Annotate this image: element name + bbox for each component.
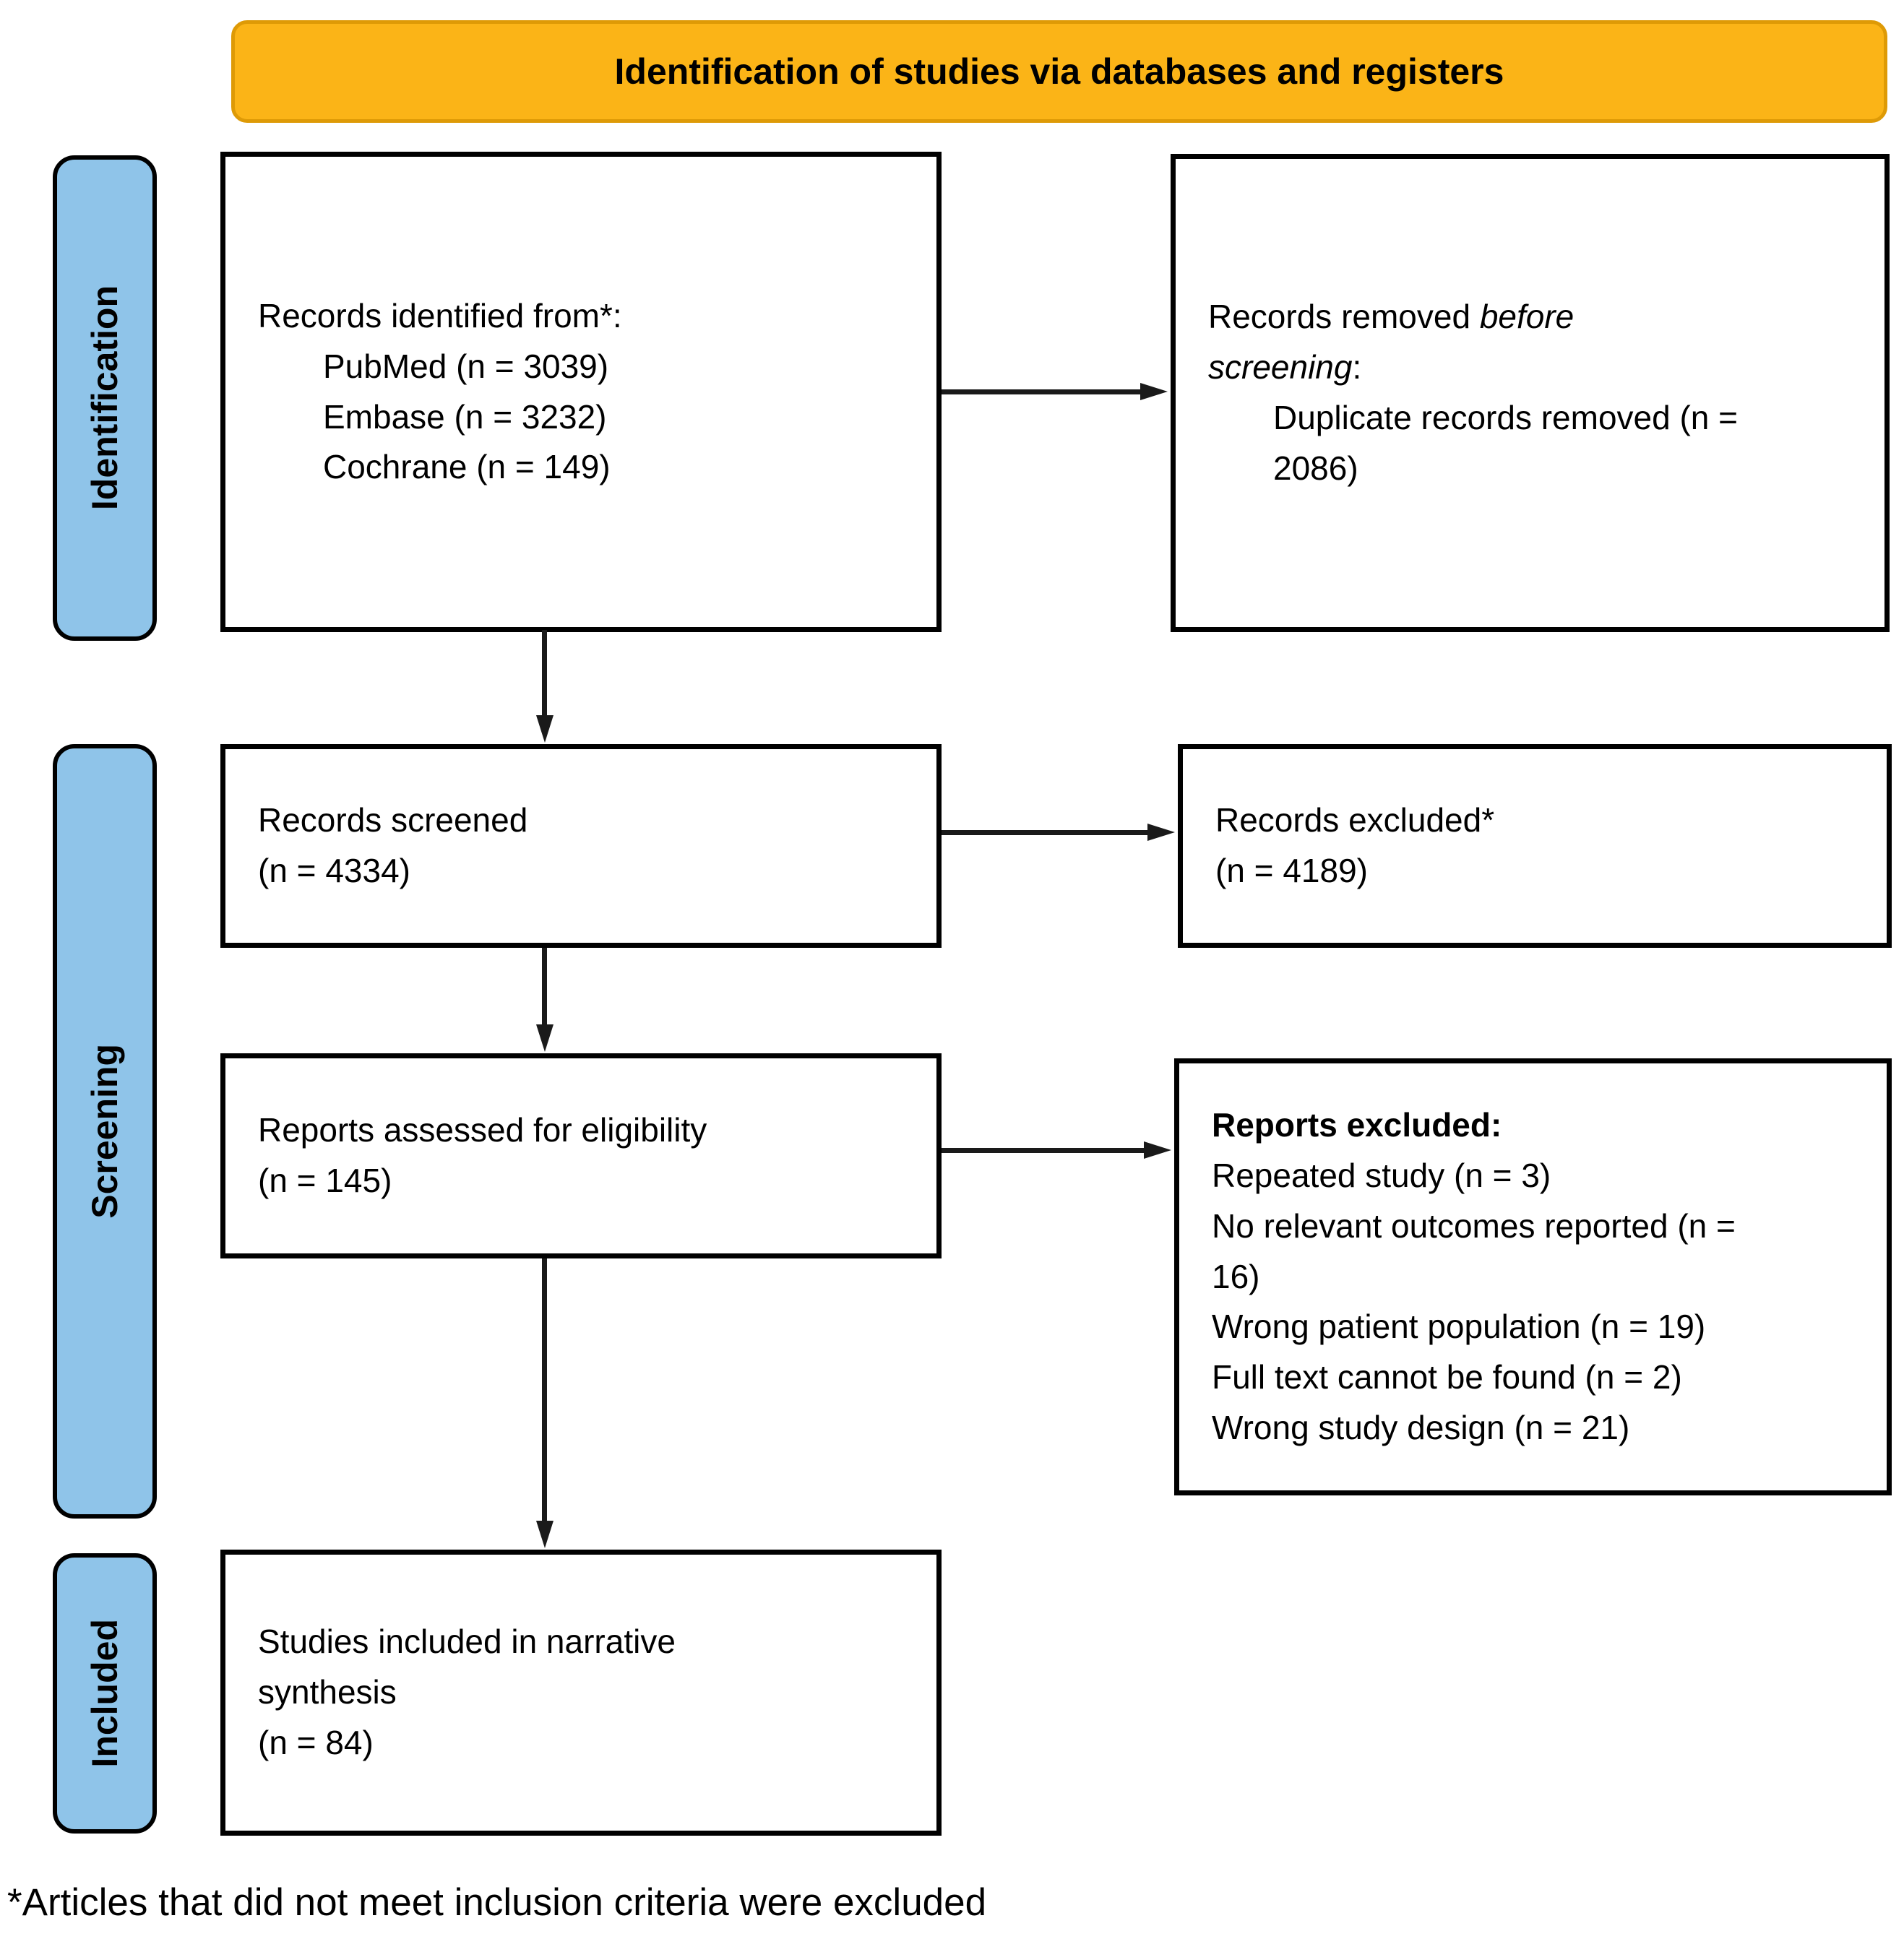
records-screened-count: (n = 4334) — [258, 852, 410, 889]
reports-assessed-line1: Reports assessed for eligibility — [258, 1111, 707, 1149]
stage-identification-label: Identification — [85, 285, 125, 511]
reports-excluded-item-repeated: Repeated study (n = 3) — [1212, 1156, 1551, 1194]
studies-included-count: (n = 84) — [258, 1723, 374, 1761]
box-reports-excluded: Reports excluded: Repeated study (n = 3)… — [1174, 1058, 1892, 1495]
reports-excluded-item-wrong-population: Wrong patient population (n = 19) — [1212, 1308, 1706, 1346]
header-banner: Identification of studies via databases … — [231, 20, 1887, 123]
records-removed-item-duplicates: Duplicate records removed (n = 2086) — [1273, 399, 1739, 487]
records-identified-item-embase: Embase (n = 3232) — [323, 397, 607, 436]
arrow-screened-to-excluded-head — [1147, 824, 1175, 841]
header-title: Identification of studies via databases … — [614, 51, 1504, 92]
records-removed-title-regular: Records removed — [1208, 298, 1480, 336]
stage-identification: Identification — [53, 155, 157, 641]
arrow-assessed-to-included-head — [536, 1521, 553, 1548]
box-records-excluded: Records excluded* (n = 4189) — [1178, 744, 1892, 948]
records-identified-item-pubmed: PubMed (n = 3039) — [323, 347, 609, 385]
box-records-removed: Records removed before screening: Duplic… — [1171, 154, 1890, 632]
arrow-assessed-to-excluded-line — [942, 1148, 1145, 1153]
reports-excluded-title: Reports excluded: — [1212, 1105, 1502, 1144]
reports-excluded-item-no-fulltext: Full text cannot be found (n = 2) — [1212, 1358, 1682, 1396]
arrow-screened-to-excluded-line — [942, 830, 1149, 835]
box-reports-assessed: Reports assessed for eligibility (n = 14… — [220, 1053, 942, 1258]
arrow-identified-to-screened-head — [536, 715, 553, 743]
records-removed-title-italic-1: before — [1479, 298, 1575, 336]
box-studies-included: Studies included in narrative synthesis … — [220, 1550, 942, 1836]
stage-screening: Screening — [53, 744, 157, 1519]
arrow-screened-to-assessed-line — [542, 948, 547, 1026]
box-records-identified: Records identified from*: PubMed (n = 30… — [220, 152, 942, 632]
stage-included: Included — [53, 1553, 157, 1834]
arrow-identified-to-removed-line — [942, 389, 1142, 394]
records-excluded-count: (n = 4189) — [1215, 852, 1368, 889]
studies-included-line1: Studies included in narrative synthesis — [258, 1623, 676, 1711]
arrow-identified-to-screened-line — [542, 630, 547, 717]
arrow-assessed-to-included-line — [542, 1258, 547, 1522]
reports-assessed-count: (n = 145) — [258, 1162, 392, 1199]
reports-excluded-item-no-outcomes: No relevant outcomes reported (n = 16) — [1212, 1206, 1736, 1295]
records-identified-item-cochrane: Cochrane (n = 149) — [323, 448, 611, 486]
footnote: *Articles that did not meet inclusion cr… — [7, 1881, 987, 1924]
stage-screening-label: Screening — [85, 1044, 125, 1219]
records-screened-line1: Records screened — [258, 801, 528, 839]
arrow-screened-to-assessed-head — [536, 1024, 553, 1052]
records-removed-title: Records removed before screening: — [1208, 292, 1852, 393]
arrow-identified-to-removed-head — [1140, 383, 1168, 400]
records-identified-title: Records identified from*: — [258, 296, 622, 334]
reports-excluded-item-wrong-design: Wrong study design (n = 21) — [1212, 1409, 1630, 1447]
box-records-screened: Records screened (n = 4334) — [220, 744, 942, 948]
records-removed-title-italic-2: screening — [1208, 348, 1353, 386]
arrow-assessed-to-excluded-head — [1144, 1141, 1171, 1159]
stage-included-label: Included — [85, 1619, 125, 1768]
records-removed-title-colon: : — [1352, 348, 1362, 386]
records-excluded-line1: Records excluded* — [1215, 801, 1495, 839]
